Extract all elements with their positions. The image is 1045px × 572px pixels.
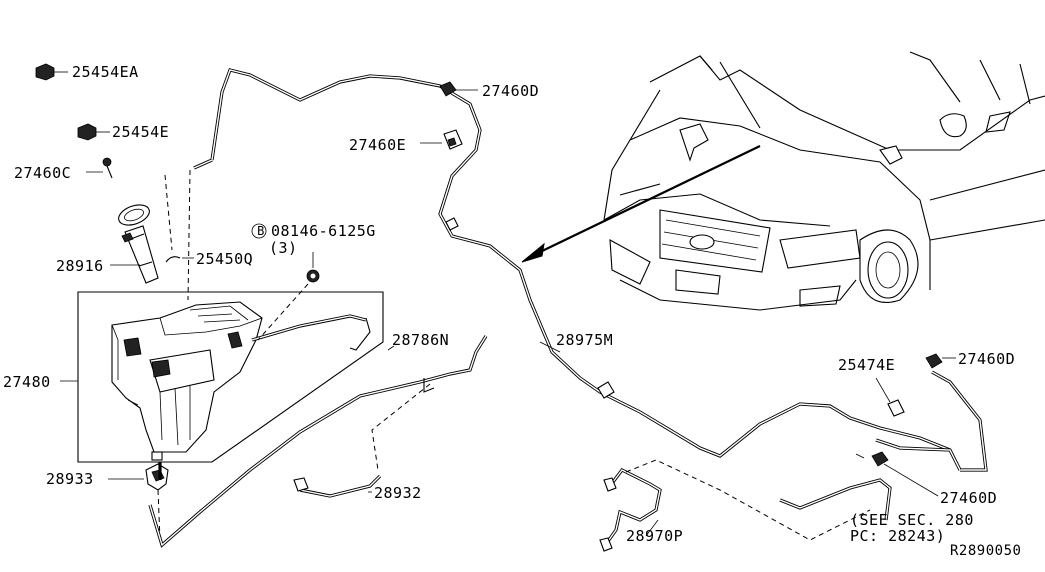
clip-27460d-lower-part bbox=[871, 451, 939, 497]
clip-27460d-top-part bbox=[439, 81, 478, 97]
label-27460d-top: 27460D bbox=[482, 82, 540, 100]
nozzle-28932-part bbox=[293, 474, 382, 498]
label-27480: 27480 bbox=[3, 373, 51, 391]
label-27460d-lower: 27460D bbox=[940, 489, 998, 507]
label-25454ea: 25454EA bbox=[72, 63, 139, 81]
label-28932: 28932 bbox=[374, 484, 422, 502]
clip-25454ea-part bbox=[35, 63, 68, 81]
hose-28970p-part bbox=[599, 467, 662, 552]
label-28933: 28933 bbox=[46, 470, 94, 488]
bolt-08146-part bbox=[251, 223, 320, 283]
label-08146-quantity: (3) bbox=[269, 239, 298, 257]
clip-25454e-part bbox=[77, 123, 110, 141]
label-28916: 28916 bbox=[56, 257, 104, 275]
vehicle-front-illustration bbox=[603, 51, 1045, 311]
label-28975m: 28975M bbox=[556, 331, 614, 349]
label-see-section-line1: (SEE SEC. 280 bbox=[850, 511, 974, 529]
label-28970p: 28970P bbox=[626, 527, 684, 545]
label-27460d-right: 27460D bbox=[958, 350, 1016, 368]
label-25474e: 25474E bbox=[838, 356, 896, 374]
label-25454e: 25454E bbox=[112, 123, 170, 141]
location-arrow bbox=[521, 145, 761, 263]
diagram-reference-code: R2890050 bbox=[950, 543, 1022, 559]
label-27460e: 27460E bbox=[349, 136, 407, 154]
filler-neck-28916-part bbox=[110, 204, 159, 284]
washer-tank-27480-box bbox=[60, 291, 384, 463]
label-08146-6125g: 08146-6125G bbox=[271, 222, 376, 240]
label-27460c: 27460C bbox=[14, 164, 72, 182]
bolt-27460c-part bbox=[86, 157, 113, 179]
connector-25474e-part bbox=[875, 377, 905, 417]
label-see-section-line2: PC: 28243) bbox=[850, 527, 946, 545]
clip-27460e-part bbox=[420, 129, 463, 150]
label-25450q: 25450Q bbox=[196, 250, 254, 268]
cap-25450q-part bbox=[165, 256, 194, 263]
clip-27460d-right-part bbox=[925, 353, 956, 369]
label-28786n: 28786N bbox=[392, 331, 450, 349]
washer-tank-part bbox=[111, 301, 263, 461]
label-08146-bolt-symbol: B bbox=[257, 224, 265, 238]
